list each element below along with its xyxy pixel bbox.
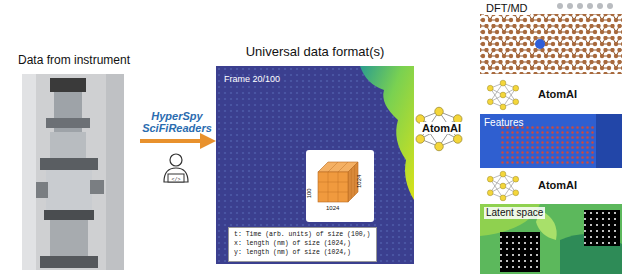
data-format-node: Universal data format(s) Frame 20/100 t: T… <box>214 44 416 266</box>
node-title: Features <box>484 117 523 129</box>
dft-image <box>480 3 622 74</box>
node-title: Latent space <box>484 207 545 219</box>
node-text: Frame 20/100 <box>224 74 280 84</box>
model-label: AtomAI <box>538 88 577 100</box>
dft-node: DFT/MD <box>478 0 624 76</box>
model-label: AtomAI <box>420 122 463 134</box>
data-frame-image <box>216 66 414 264</box>
instrument-photo <box>22 74 124 270</box>
metadata-box: t: Time (arb. units) of size (100,)x: le… <box>228 227 377 262</box>
node-title: DFT/MD <box>484 2 530 15</box>
dimension-label: 1024 <box>356 175 363 188</box>
node-title: Data from instrument <box>10 54 138 68</box>
latent-space-image <box>480 204 622 274</box>
svg-text:</>: </> <box>171 177 180 183</box>
node-title: Universal data format(s) <box>214 45 416 60</box>
flow-arrow <box>140 139 212 143</box>
edge-label: HyperSpy SciFiReaders <box>138 110 216 134</box>
node-text: y: length (nm) of size (1024,) <box>234 249 371 258</box>
user-icon: </> <box>164 154 188 183</box>
node-title: t: Time (arb. units) of size (100,) <box>234 231 371 240</box>
features-image <box>480 114 622 168</box>
latent-node: Latent space <box>478 204 624 274</box>
dimension-label: 100 <box>306 188 313 198</box>
model-label: AtomAI <box>538 179 577 191</box>
instrument-node: Data from instrument <box>10 52 138 272</box>
node-text: x: length (nm) of size (1024,) <box>234 240 371 249</box>
dimension-label: 1024 <box>326 205 339 212</box>
features-node: Features <box>478 114 624 170</box>
